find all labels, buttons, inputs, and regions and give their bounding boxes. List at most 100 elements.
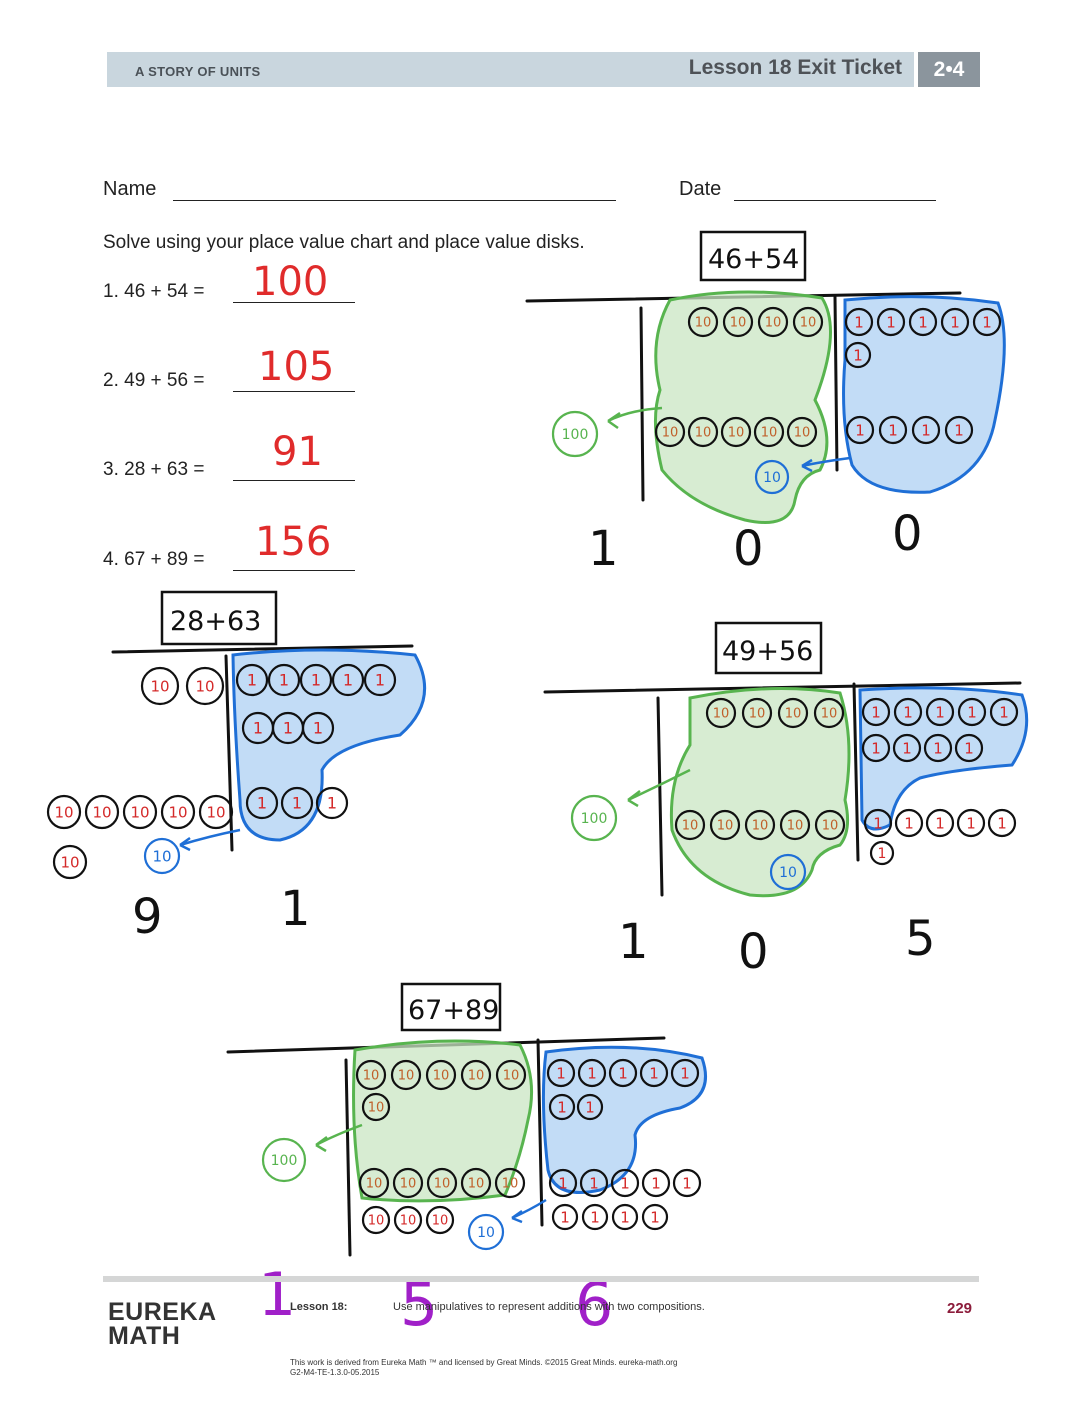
ones-disk: 1 bbox=[894, 808, 924, 838]
composed-ten-disk: 10 bbox=[467, 1213, 505, 1251]
problem-2-blank[interactable] bbox=[233, 372, 355, 392]
ones-disk: 1 bbox=[944, 415, 974, 445]
problem-3-prompt: 3. 28 + 63 = bbox=[103, 459, 205, 480]
svg-text:10: 10 bbox=[752, 819, 769, 834]
svg-text:1: 1 bbox=[871, 703, 881, 721]
series-title: A STORY OF UNITS bbox=[135, 64, 261, 79]
tens-disk: 10 bbox=[705, 697, 737, 729]
svg-text:10: 10 bbox=[468, 1069, 485, 1084]
svg-text:10: 10 bbox=[368, 1101, 385, 1116]
svg-text:1: 1 bbox=[556, 1064, 566, 1082]
ones-disk: 1 bbox=[987, 808, 1017, 838]
ones-disk: 1 bbox=[315, 786, 349, 820]
chart-label: 67+89 bbox=[408, 995, 499, 1026]
svg-text:1: 1 bbox=[878, 846, 887, 862]
svg-text:1: 1 bbox=[903, 703, 913, 721]
tens-disk: 10 bbox=[361, 1092, 391, 1122]
ones-disk: 1 bbox=[878, 415, 908, 445]
eureka-math-logo: EUREKA MATH bbox=[108, 1298, 217, 1349]
svg-text:10: 10 bbox=[765, 316, 782, 331]
composed-ten-disk: 10 bbox=[754, 459, 790, 495]
tens-disk: 10 bbox=[460, 1059, 492, 1091]
ones-disk: 1 bbox=[893, 697, 923, 727]
svg-text:1: 1 bbox=[950, 313, 960, 331]
chart-label: 28+63 bbox=[170, 606, 261, 637]
ones-disk: 1 bbox=[331, 663, 365, 697]
ones-disk: 1 bbox=[908, 307, 938, 337]
tens-disk: 10 bbox=[393, 1205, 423, 1235]
svg-text:1: 1 bbox=[888, 421, 898, 439]
svg-text:10: 10 bbox=[822, 819, 839, 834]
ones-disk: 1 bbox=[911, 415, 941, 445]
svg-text:1: 1 bbox=[343, 671, 353, 690]
tens-disk: 10 bbox=[185, 666, 225, 706]
svg-text:1: 1 bbox=[257, 794, 267, 813]
svg-text:10: 10 bbox=[787, 819, 804, 834]
svg-text:1: 1 bbox=[327, 794, 337, 813]
svg-text:1: 1 bbox=[966, 814, 976, 832]
svg-text:1: 1 bbox=[292, 794, 302, 813]
svg-text:1: 1 bbox=[590, 1208, 600, 1226]
svg-text:10: 10 bbox=[150, 677, 169, 695]
ones-disk: 1 bbox=[956, 808, 986, 838]
problem-1-answer: 100 bbox=[252, 259, 329, 305]
svg-text:10: 10 bbox=[152, 847, 171, 865]
composed-hundred-disk: 100 bbox=[261, 1137, 307, 1183]
svg-text:10: 10 bbox=[502, 1177, 519, 1192]
chart-label: 49+56 bbox=[722, 636, 813, 667]
problem-1-blank[interactable] bbox=[233, 283, 355, 303]
svg-text:100: 100 bbox=[271, 1153, 298, 1169]
ones-disk: 1 bbox=[576, 1093, 604, 1121]
svg-text:1: 1 bbox=[886, 313, 896, 331]
svg-text:10: 10 bbox=[785, 707, 802, 722]
ones-disk: 1 bbox=[863, 808, 893, 838]
tens-disk: 10 bbox=[786, 416, 818, 448]
svg-text:10: 10 bbox=[477, 1225, 495, 1241]
chart-digit: 1 bbox=[618, 914, 649, 970]
svg-text:1: 1 bbox=[587, 1064, 597, 1082]
svg-text:1: 1 bbox=[871, 739, 881, 757]
logo-line-1: EUREKA bbox=[108, 1298, 217, 1326]
svg-text:1: 1 bbox=[618, 1064, 628, 1082]
svg-text:1: 1 bbox=[921, 421, 931, 439]
svg-text:10: 10 bbox=[779, 865, 797, 881]
svg-text:10: 10 bbox=[468, 1177, 485, 1192]
tens-disk: 10 bbox=[709, 809, 741, 841]
svg-text:1: 1 bbox=[620, 1174, 630, 1192]
svg-text:1: 1 bbox=[557, 1098, 567, 1116]
svg-text:1: 1 bbox=[904, 814, 914, 832]
chart-digit: 1 bbox=[588, 521, 619, 577]
problem-4-prompt: 4. 67 + 89 = bbox=[103, 549, 205, 570]
ones-disk: 1 bbox=[869, 840, 895, 866]
ones-disk: 1 bbox=[641, 1168, 671, 1198]
tens-disk: 10 bbox=[779, 809, 811, 841]
chart-digit: 1 bbox=[280, 881, 311, 937]
ones-disk: 1 bbox=[989, 697, 1019, 727]
date-field[interactable] bbox=[734, 180, 936, 201]
footer-lesson: Lesson 18: bbox=[290, 1301, 348, 1313]
ones-disk: 1 bbox=[639, 1058, 669, 1088]
ones-disk: 1 bbox=[546, 1058, 576, 1088]
problem-4-blank[interactable] bbox=[233, 551, 355, 571]
header-bar: A STORY OF UNITS Lesson 18 Exit Ticket bbox=[107, 52, 914, 87]
problem-1-prompt: 1. 46 + 54 = bbox=[103, 281, 205, 302]
problem-3-blank[interactable] bbox=[233, 461, 355, 481]
svg-text:1: 1 bbox=[935, 814, 945, 832]
svg-text:10: 10 bbox=[730, 316, 747, 331]
svg-text:1: 1 bbox=[279, 671, 289, 690]
svg-text:10: 10 bbox=[695, 426, 712, 441]
svg-text:1: 1 bbox=[935, 703, 945, 721]
chart-label: 46+54 bbox=[708, 244, 799, 275]
ones-disk: 1 bbox=[844, 307, 874, 337]
name-field[interactable] bbox=[173, 180, 616, 201]
svg-text:100: 100 bbox=[581, 811, 608, 827]
problem-2-answer: 105 bbox=[258, 344, 335, 390]
svg-text:1: 1 bbox=[918, 313, 928, 331]
problem-2-prompt: 2. 49 + 56 = bbox=[103, 370, 205, 391]
svg-text:1: 1 bbox=[253, 719, 263, 738]
svg-text:10: 10 bbox=[363, 1069, 380, 1084]
tens-disk: 10 bbox=[813, 697, 845, 729]
ones-disk: 1 bbox=[548, 1093, 576, 1121]
svg-text:10: 10 bbox=[713, 707, 730, 722]
